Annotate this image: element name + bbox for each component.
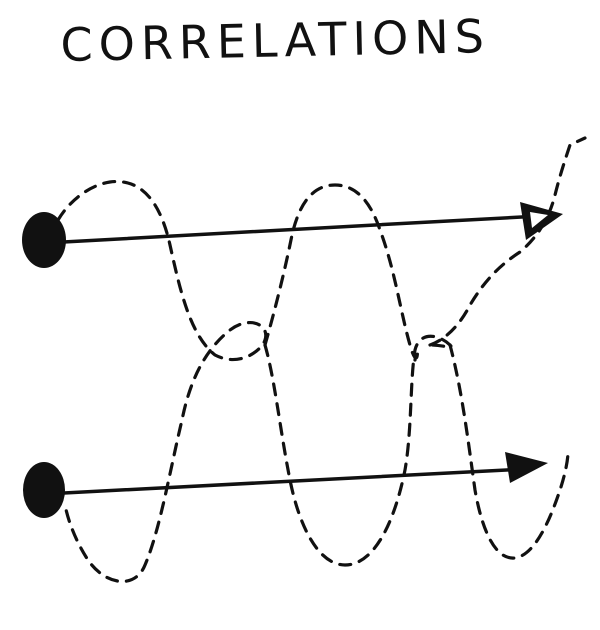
top-arrowhead-inner [530,212,548,228]
dashed-wave [56,179,268,583]
dashed-wave-4 [428,136,587,347]
dashed-wave-5 [448,343,570,560]
bottom-line [43,467,527,496]
top-line [43,214,542,245]
top-start-dot [22,212,66,268]
dashed-wave-2 [263,334,453,567]
dashed-wave-3 [263,183,420,362]
top-arrowhead [520,202,563,240]
bottom-arrowhead [505,452,548,483]
bottom-start-dot [23,462,65,518]
